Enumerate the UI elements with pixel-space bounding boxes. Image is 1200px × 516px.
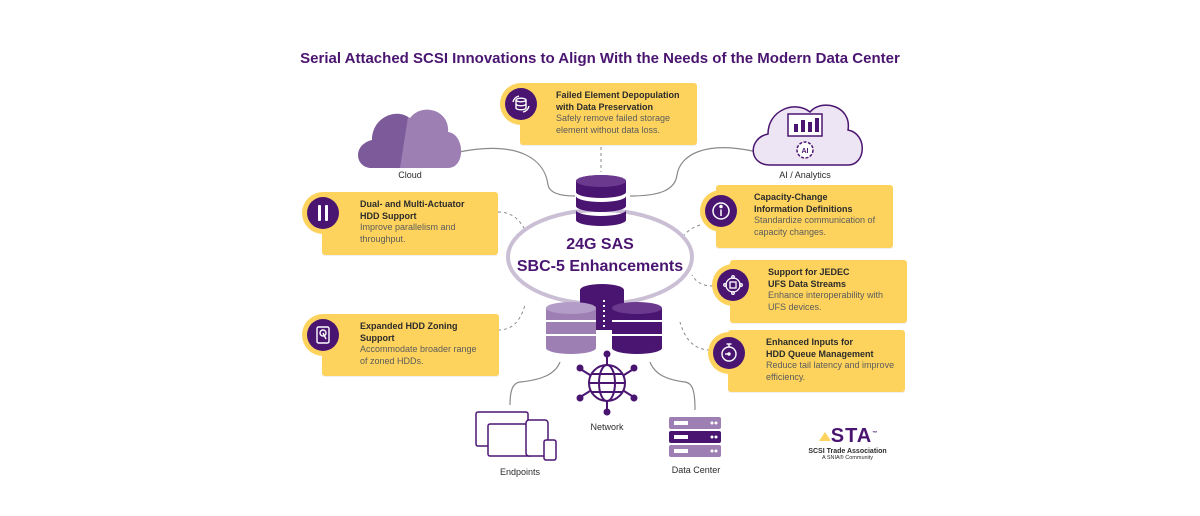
card-body: Standardize communication of capacity ch… bbox=[754, 215, 876, 237]
logo-name: SCSI Trade Association bbox=[808, 448, 887, 455]
endpoints-label: Endpoints bbox=[499, 467, 541, 477]
stopwatch-icon bbox=[708, 332, 750, 374]
ai-chip-text: AI bbox=[802, 148, 809, 155]
card-failed-element: Failed Element Depopulation with Data Pr… bbox=[520, 83, 697, 145]
center-line-2: SBC-5 Enhancements bbox=[516, 258, 684, 275]
card-capacity-change: Capacity-Change Information Definitions … bbox=[716, 185, 893, 248]
card-heading: Expanded HDD Zoning Support bbox=[360, 321, 458, 343]
recycle-db-icon bbox=[500, 83, 542, 125]
card-body: Safely remove failed storage element wit… bbox=[556, 113, 671, 135]
card-jedec-ufs: Support for JEDEC UFS Data Streams Enhan… bbox=[730, 260, 907, 323]
connector-lines bbox=[458, 147, 758, 411]
card-body: Reduce tail latency and improve efficien… bbox=[766, 360, 895, 382]
data-center-label: Data Center bbox=[671, 465, 721, 475]
page-title: Serial Attached SCSI Innovations to Alig… bbox=[300, 50, 900, 67]
card-heading: Dual- and Multi-Actuator HDD Support bbox=[360, 199, 465, 221]
logo-triangle bbox=[818, 432, 831, 441]
endpoints-devices-icon bbox=[475, 411, 557, 461]
card-queue-mgmt: Enhanced Inputs for HDD Queue Management… bbox=[728, 330, 905, 392]
card-heading: Failed Element Depopulation with Data Pr… bbox=[556, 90, 680, 112]
network-nodes bbox=[576, 350, 638, 416]
card-body: Accommodate broader range of zoned HDDs. bbox=[360, 344, 477, 366]
logo-mark-text: STA bbox=[830, 425, 873, 447]
data-center-server-icon bbox=[669, 417, 721, 457]
top-database-icon bbox=[576, 175, 626, 226]
card-hdd-zoning: Expanded HDD Zoning Support Accommodate … bbox=[322, 314, 499, 376]
info-icon bbox=[700, 190, 742, 232]
ai-analytics-icon: AI bbox=[752, 104, 863, 166]
ai-analytics-label: AI / Analytics bbox=[779, 170, 831, 180]
card-body: Enhance interoperability with UFS device… bbox=[768, 290, 884, 312]
logo-tagline: A SNIA® Community bbox=[821, 455, 874, 461]
card-body: Improve parallelism and throughput. bbox=[360, 222, 456, 244]
card-heading: Capacity-Change Information Definitions bbox=[754, 192, 853, 214]
sta-logo: STA™ SCSI Trade Association A SNIA® Comm… bbox=[800, 425, 895, 461]
network-label: Network bbox=[590, 422, 624, 432]
cloud-label: Cloud bbox=[398, 170, 422, 180]
center-label: 24G SAS SBC-5 Enhancements bbox=[510, 234, 690, 278]
network-globe-icon bbox=[581, 356, 633, 410]
card-heading: Enhanced Inputs for HDD Queue Management bbox=[766, 337, 874, 359]
cloud-icon bbox=[358, 109, 462, 168]
card-dual-actuator: Dual- and Multi-Actuator HDD Support Imp… bbox=[322, 192, 498, 255]
hard-drive-icon bbox=[302, 314, 344, 356]
logo-mark: STA™ bbox=[800, 425, 895, 448]
logo-trademark: ™ bbox=[872, 430, 879, 437]
card-heading: Support for JEDEC UFS Data Streams bbox=[768, 267, 850, 289]
chip-network-icon bbox=[712, 264, 754, 306]
parallel-bars-icon bbox=[302, 192, 344, 234]
dashed-connectors bbox=[497, 147, 714, 351]
database-cluster-icon bbox=[546, 284, 662, 354]
center-line-1: 24G SAS bbox=[566, 236, 634, 253]
